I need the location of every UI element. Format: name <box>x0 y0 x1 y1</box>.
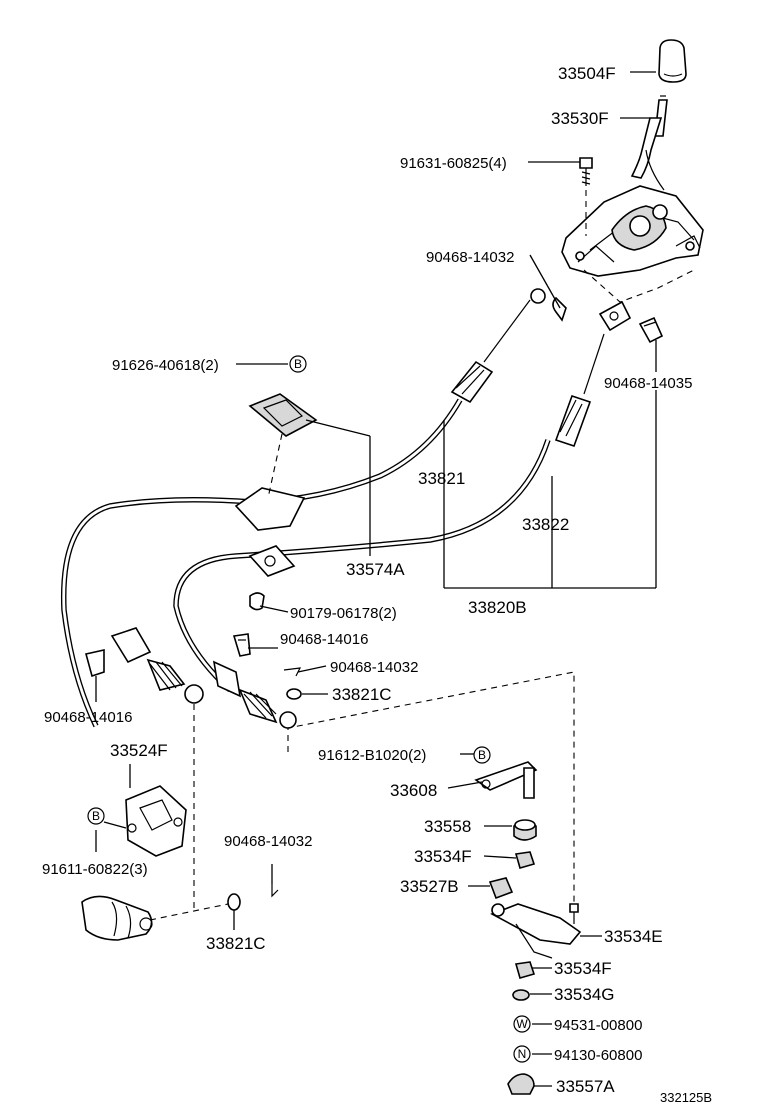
lever-33534E <box>490 903 582 959</box>
callout-33820B: 33820B <box>468 598 527 617</box>
callout-33527B: 33527B <box>400 877 459 896</box>
pin-14032-low <box>271 884 279 898</box>
cable-33821 <box>60 288 546 728</box>
leader-lines <box>95 71 657 1087</box>
callout-90468-14032-low: 90468-14032 <box>224 833 312 850</box>
callout-33574A: 33574A <box>346 560 405 579</box>
symbol-w: W <box>513 1015 531 1033</box>
svg-text:N: N <box>518 1047 527 1061</box>
washer-90179 <box>249 592 265 611</box>
svg-text:B: B <box>92 809 100 823</box>
callout-90468-14032-top: 90468-14032 <box>426 249 514 266</box>
shift-knob <box>658 39 687 83</box>
symbol-b-left: B <box>87 807 105 825</box>
bracket-33524F <box>125 785 187 857</box>
cable-end-right <box>212 660 297 729</box>
clip-14035 <box>638 316 664 344</box>
nut-33534G <box>512 989 530 1001</box>
callout-90179-06178: 90179-06178(2) <box>290 605 397 622</box>
clip-top <box>529 254 567 322</box>
callout-33821C-mid: 33821C <box>332 685 392 704</box>
callout-90468-14016-mid: 90468-14016 <box>280 631 368 648</box>
bolt-91631 <box>579 157 593 236</box>
symbol-b-mid: B <box>473 746 491 764</box>
callout-33557A: 33557A <box>556 1077 615 1096</box>
figure-code: 332125B <box>660 1090 712 1105</box>
cable-33822 <box>173 300 632 693</box>
bushing-33557A <box>507 1073 535 1095</box>
callout-33504F: 33504F <box>558 64 616 83</box>
nut-33534F-a <box>514 851 536 869</box>
callout-90468-14035: 90468-14035 <box>604 375 692 392</box>
callout-33534G: 33534G <box>554 985 615 1004</box>
callout-91631-60825: 91631-60825(4) <box>400 155 507 172</box>
callout-33558: 33558 <box>424 817 471 836</box>
callout-90468-14016-left: 90468-14016 <box>44 709 132 726</box>
callout-33821: 33821 <box>418 469 465 488</box>
callout-90468-14032-mid: 90468-14032 <box>330 659 418 676</box>
washer-33821C-mid <box>286 688 302 700</box>
clip-14016-mid <box>232 633 251 657</box>
dashed-guide-large <box>287 671 575 906</box>
callout-33530F: 33530F <box>551 109 609 128</box>
svg-text:B: B <box>478 748 486 762</box>
clip-14016-left <box>85 649 105 702</box>
bracket-33574A <box>234 393 318 577</box>
callout-33822: 33822 <box>522 515 569 534</box>
callout-94130-60800: 94130-60800 <box>554 1047 642 1064</box>
bushing-33558 <box>513 819 537 841</box>
callout-33534F-a: 33534F <box>414 847 472 866</box>
callout-91612-B1020: 91612-B1020(2) <box>318 747 426 764</box>
callout-33821C-low: 33821C <box>206 934 266 953</box>
washer-33821C-low <box>227 893 241 911</box>
bracket-33527B <box>488 877 514 900</box>
transmission-end <box>81 704 229 941</box>
symbol-b-top: B <box>289 355 307 373</box>
callout-91611-60822: 91611-60822(3) <box>42 861 148 878</box>
pin-14032-mid <box>283 667 302 677</box>
cable-end-left <box>110 627 204 704</box>
callout-33608: 33608 <box>390 781 437 800</box>
lever-33608 <box>474 761 538 799</box>
shift-lever <box>630 95 668 191</box>
svg-text:B: B <box>294 357 302 371</box>
callout-94531-00800: 94531-00800 <box>554 1017 642 1034</box>
nut-33534F-b <box>514 961 536 979</box>
callout-33534F-b: 33534F <box>554 959 612 978</box>
svg-text:W: W <box>516 1017 528 1031</box>
callout-33534E: 33534E <box>604 927 663 946</box>
symbol-n: N <box>513 1045 531 1063</box>
callout-33524F: 33524F <box>110 741 168 760</box>
callout-91626-40618: 91626-40618(2) <box>112 357 219 374</box>
shift-lever-housing <box>561 185 704 303</box>
